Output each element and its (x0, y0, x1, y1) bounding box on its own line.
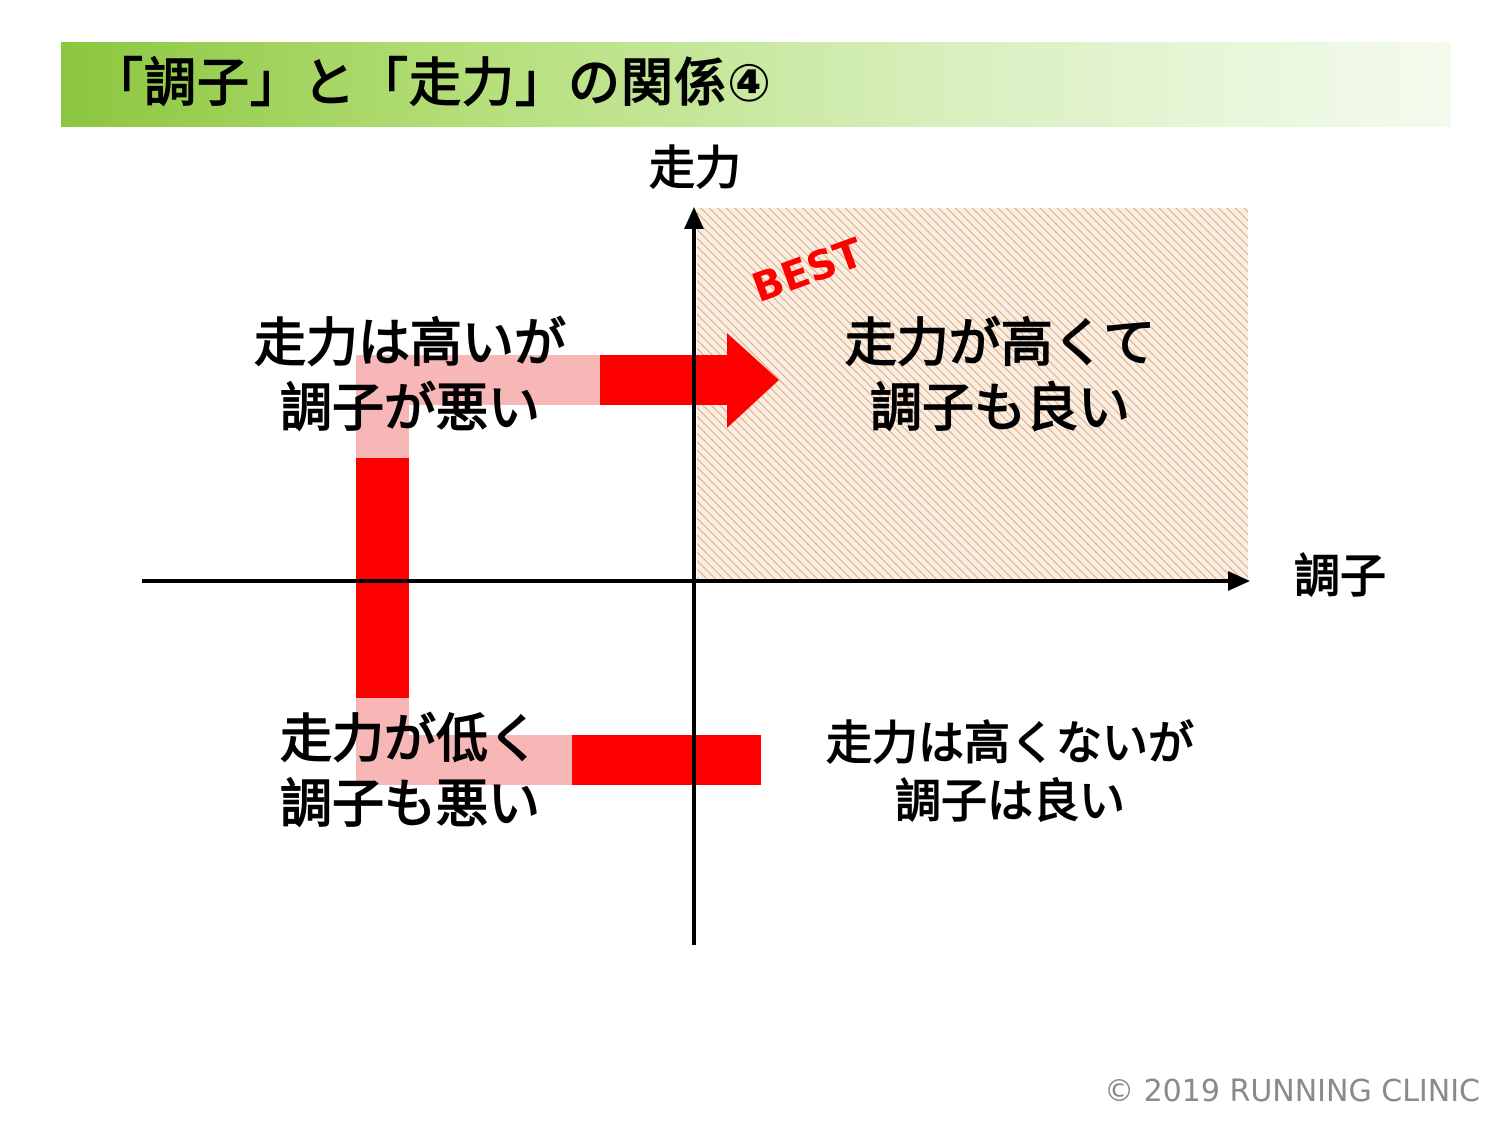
quadrant-top-right-line1: 走力が高くて (844, 314, 1156, 374)
path-arrow-to-best (600, 333, 779, 428)
best-quadrant-area (697, 208, 1248, 580)
quadrant-top-right-label: 走力が高くて 調子も良い (790, 312, 1210, 442)
x-axis-label: 調子 (1294, 549, 1386, 603)
path-segment-vertical (356, 458, 409, 698)
quadrant-bottom-right-line1: 走力は高くないが (826, 716, 1194, 770)
quadrant-top-left-line2: 調子が悪い (279, 379, 540, 439)
path-segment-bottom-pink (356, 735, 574, 785)
path-segment-left-pink-top (356, 355, 409, 458)
quadrant-bottom-left-line2: 調子も悪い (279, 775, 540, 835)
quadrant-bottom-left-label: 走力が低く 調子も悪い (200, 708, 620, 838)
quadrant-top-left-line1: 走力は高いが (253, 314, 566, 374)
quadrant-top-left-label: 走力は高いが 調子が悪い (200, 312, 620, 442)
copyright-notice: © 2019 RUNNING CLINIC (1104, 1074, 1480, 1109)
y-axis-label: 走力 (649, 141, 741, 195)
quadrant-bottom-right-label: 走力は高くないが 調子は良い (790, 715, 1230, 830)
quadrant-bottom-left-line1: 走力が低く (279, 710, 540, 770)
x-axis-arrowhead (1228, 571, 1250, 591)
y-axis-arrowhead (684, 207, 704, 229)
page-title: 「調子」と「走力」の関係④ (91, 54, 773, 114)
path-segment-bottom (572, 735, 761, 785)
title-bar: 「調子」と「走力」の関係④ (61, 42, 1451, 127)
quadrant-top-right-line2: 調子も良い (869, 379, 1130, 439)
quadrant-bottom-right-line2: 調子は良い (895, 773, 1125, 828)
